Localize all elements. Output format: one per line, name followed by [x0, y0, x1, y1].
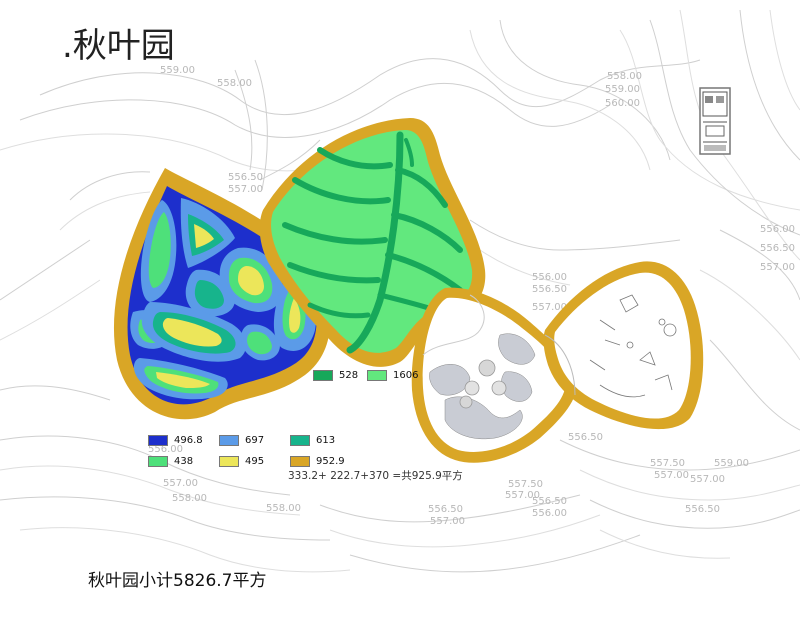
legend-label: 438 — [174, 456, 194, 467]
elevation-label: 556.50 — [760, 243, 795, 254]
elevation-label: 558.00 — [266, 503, 301, 514]
elevation-label: 557.00 — [430, 516, 465, 527]
elevation-label: 557.00 — [532, 302, 567, 313]
legend-swatch — [313, 370, 333, 381]
leaf-4 — [543, 261, 704, 430]
legend-item: 697 — [219, 435, 264, 446]
legend-swatch — [290, 456, 310, 467]
elevation-label: 556.50 — [428, 504, 463, 515]
elevation-label: 556.50 — [532, 284, 567, 295]
elevation-label: 556.00 — [532, 272, 567, 283]
elevation-label: 556.50 — [568, 432, 603, 443]
elevation-label: 556.00 — [760, 224, 795, 235]
elevation-label: 560.00 — [605, 98, 640, 109]
elevation-label: 556.50 — [685, 504, 720, 515]
area-note: 333.2+ 222.7+370 =共925.9平方 — [288, 470, 463, 482]
elevation-label: 559.00 — [160, 65, 195, 76]
legend-item: 438 — [148, 456, 193, 467]
elevation-label: 557.50 — [508, 479, 543, 490]
legend-label: 528 — [339, 370, 359, 381]
legend-item: 496.8 — [148, 435, 203, 446]
building-plan-icon — [699, 87, 731, 155]
elevation-label: 556.00 — [148, 444, 183, 455]
legend-swatch — [219, 456, 239, 467]
legend-swatch — [290, 435, 310, 446]
elevation-label: 559.00 — [605, 84, 640, 95]
elevation-label: 557.00 — [163, 478, 198, 489]
elevation-label: 558.00 — [217, 78, 252, 89]
subtotal-label: 秋叶园小计5826.7平方 — [88, 571, 267, 591]
legend-label: 613 — [316, 435, 336, 446]
contour-lines — [0, 9, 800, 573]
elevation-label: 557.00 — [505, 490, 540, 501]
elevation-label: 557.00 — [760, 262, 795, 273]
legend-item: 613 — [290, 435, 335, 446]
elevation-label: 556.00 — [532, 508, 567, 519]
legend-swatch — [148, 435, 168, 446]
legend-label: 1606 — [393, 370, 419, 381]
legend-swatch — [219, 435, 239, 446]
elevation-label: 557.00 — [228, 184, 263, 195]
leaf-3 — [411, 287, 578, 463]
legend-item: 1606 — [367, 370, 418, 381]
legend-label: 697 — [245, 435, 265, 446]
elevation-label: 558.00 — [172, 493, 207, 504]
elevation-label: 557.00 — [654, 470, 689, 481]
legend-item: 495 — [219, 456, 264, 467]
legend-swatch — [148, 456, 168, 467]
page-title: .秋叶园 — [62, 26, 175, 66]
elevation-label: 557.00 — [690, 474, 725, 485]
elevation-label: 557.50 — [650, 458, 685, 469]
elevation-label: 556.50 — [532, 496, 567, 507]
elevation-label: 559.00 — [714, 458, 749, 469]
elevation-label: 556.50 — [228, 172, 263, 183]
legend-label: 496.8 — [174, 435, 203, 446]
legend-item: 528 — [313, 370, 358, 381]
legend-swatch — [367, 370, 387, 381]
legend-label: 495 — [245, 456, 265, 467]
playground-equipment-icon — [589, 294, 677, 398]
legend-label: 952.9 — [316, 456, 345, 467]
legend-item: 952.9 — [290, 456, 345, 467]
elevation-label: 558.00 — [607, 71, 642, 82]
elevation-labels: 559.00 558.00 558.00 559.00 560.00 556.5… — [148, 65, 795, 527]
